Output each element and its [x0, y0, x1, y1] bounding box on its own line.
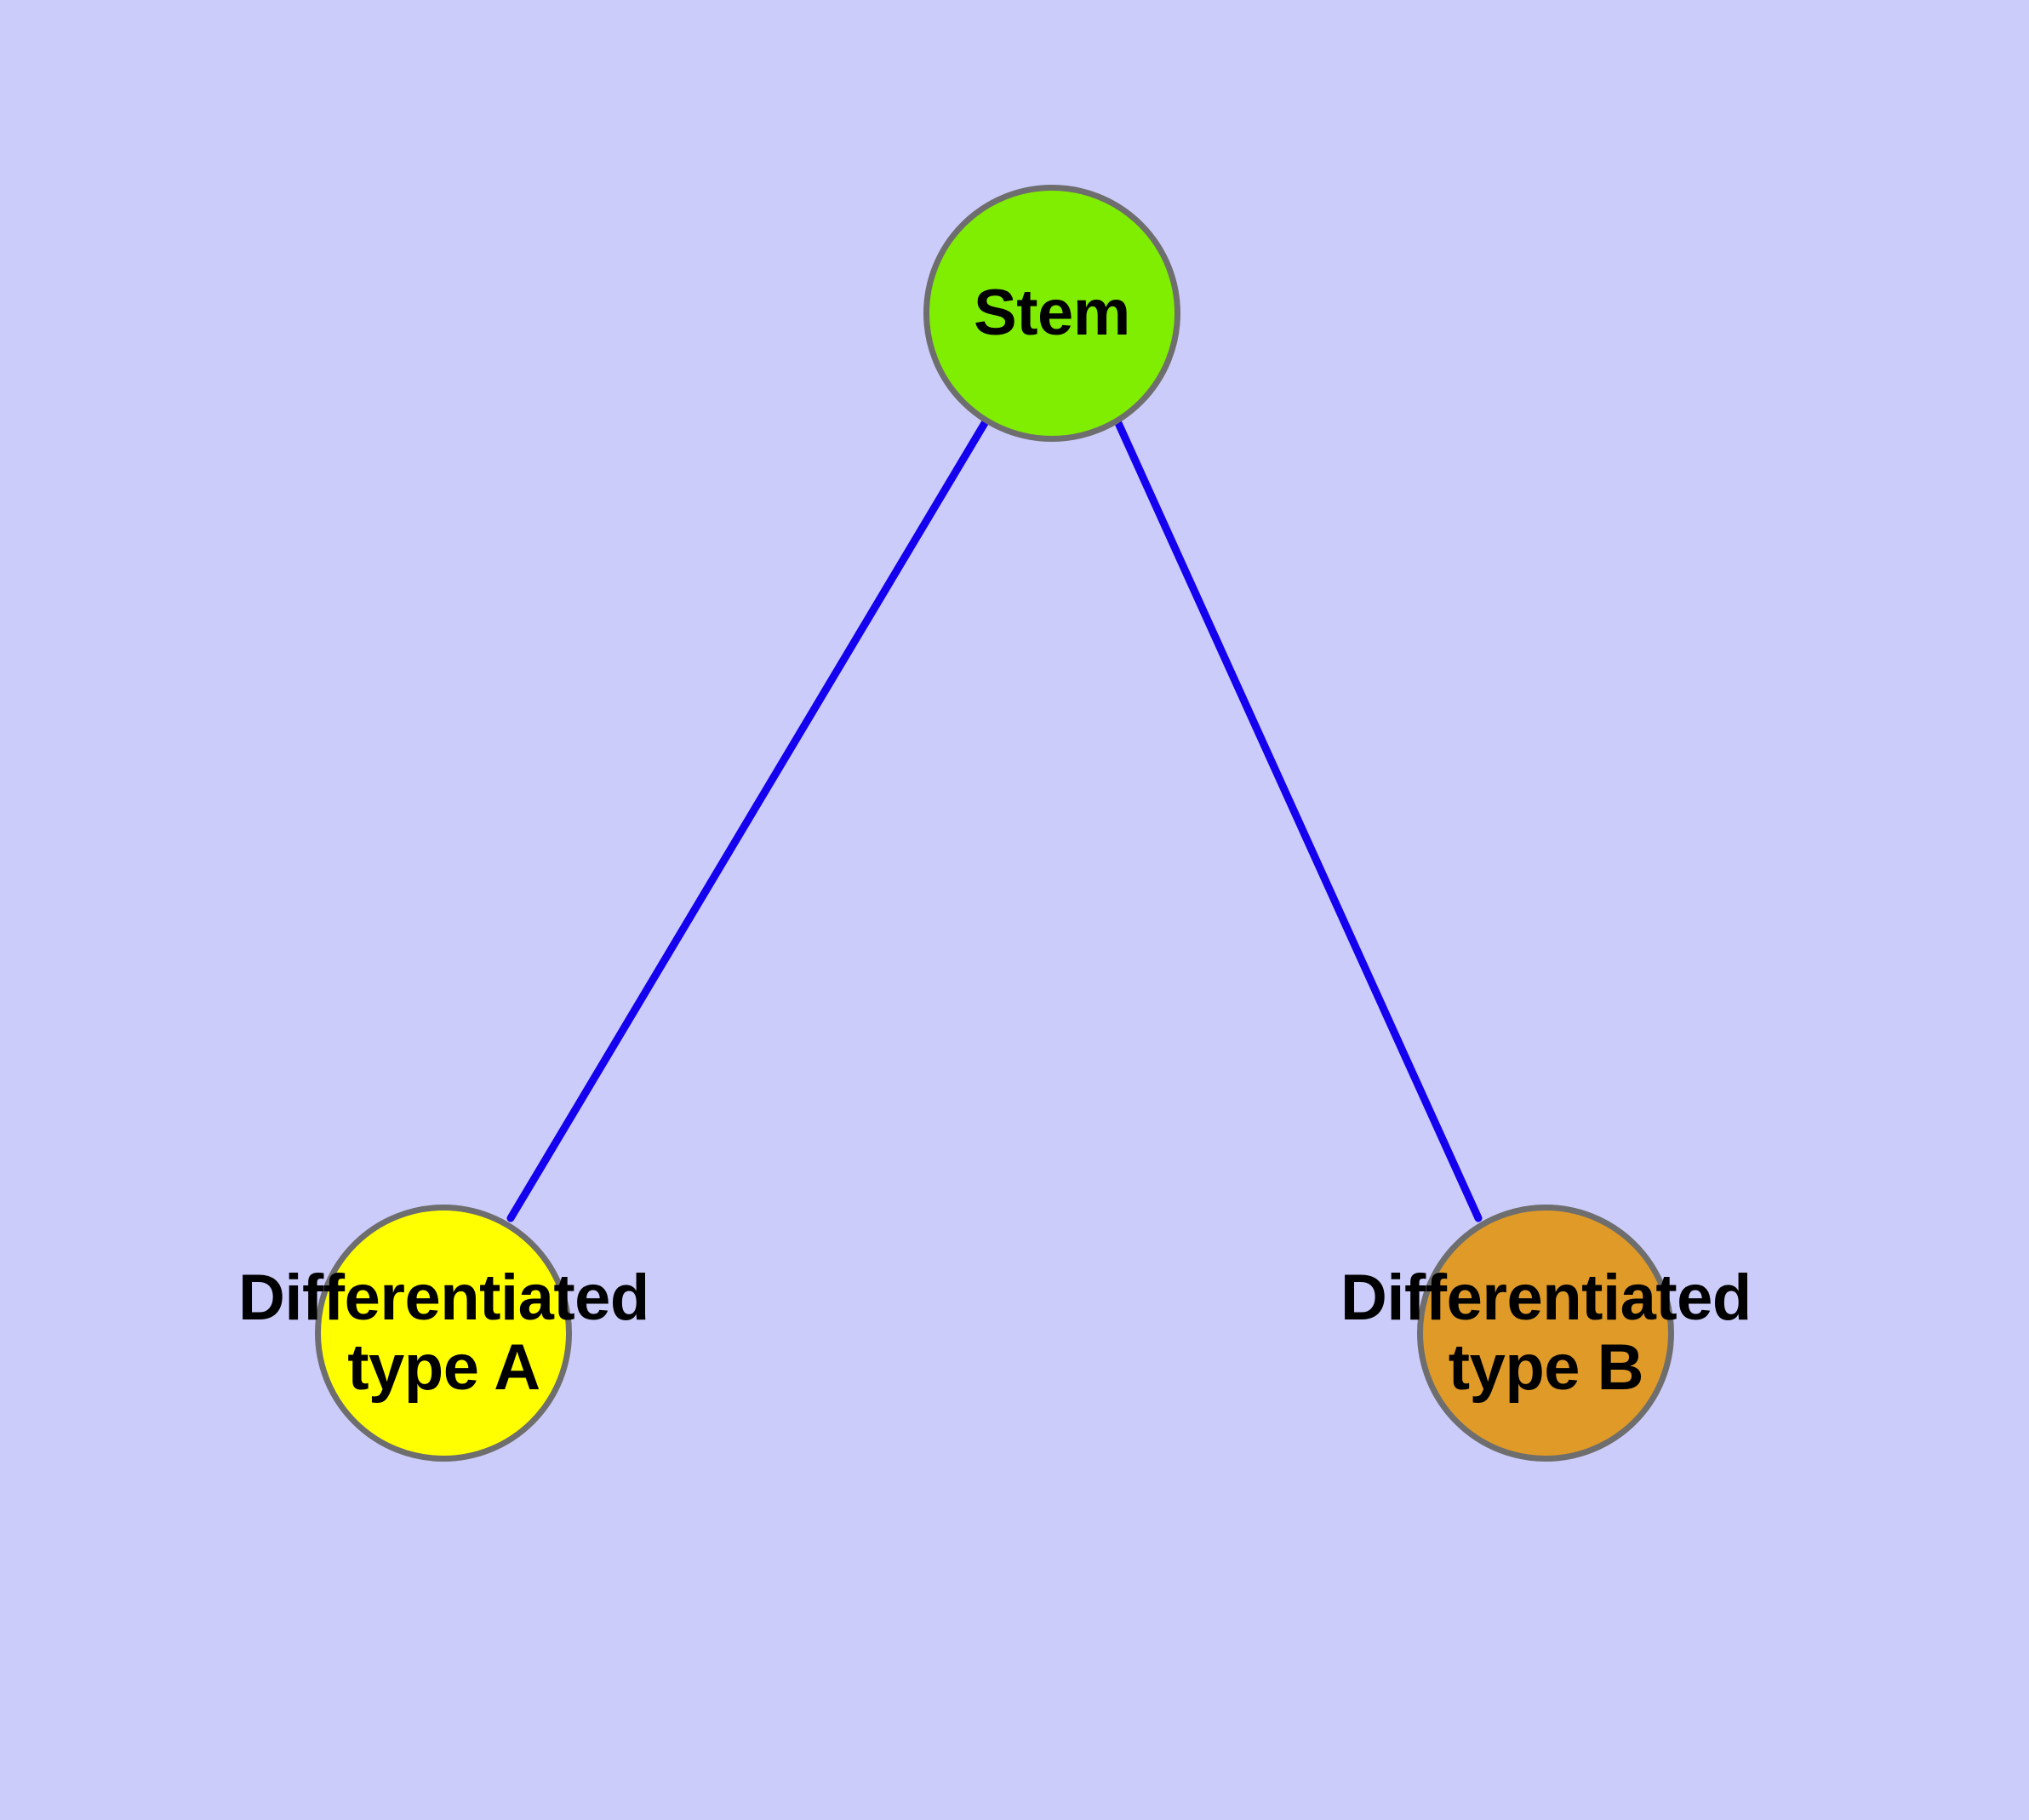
edge-stem-to-differentiated-type-b[interactable]	[1114, 419, 1483, 1222]
edge-stem-to-differentiated-type-a[interactable]	[506, 419, 989, 1222]
node-stem[interactable]	[923, 185, 1180, 442]
node-differentiated-type-b[interactable]	[1417, 1205, 1674, 1462]
node-differentiated-type-a[interactable]	[315, 1205, 572, 1462]
